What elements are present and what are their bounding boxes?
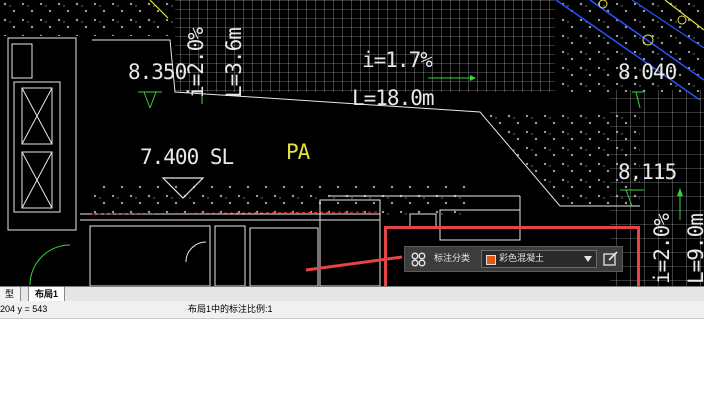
annotation-category-select[interactable]: 彩色混凝土 [481, 250, 597, 268]
annotation-category-label: 标注分类 [434, 254, 471, 264]
annotation-category-toolbar: 标注分类 彩色混凝土 [404, 246, 623, 272]
status-bar: 204 y = 543 布局1中的标注比例:1 [0, 301, 704, 319]
pa-label: PA [286, 140, 310, 164]
cursor-coordinates: 204 y = 543 [0, 304, 48, 314]
slope-label: i=1.7% [362, 48, 433, 72]
elevation-label: 8.040 [618, 60, 677, 84]
selected-category: 彩色混凝土 [499, 254, 545, 264]
layout-tab-bar: 型 布局1 [0, 286, 704, 302]
cad-drawing-canvas[interactable]: 8.350 i=2.0% L=3.6m i=1.7% L=18.0m 8.040… [0, 0, 704, 286]
highlight-box [384, 226, 640, 286]
length-label: L=9.0m [684, 214, 704, 284]
slope-label: i=2.0% [650, 214, 674, 284]
elevation-sl-label: 7.400 SL [140, 145, 234, 169]
edit-icon[interactable] [601, 250, 619, 268]
dropdown-arrow-icon[interactable] [584, 256, 592, 262]
cad-linework [0, 0, 704, 286]
tab-layout1[interactable]: 布局1 [28, 287, 66, 302]
elevation-label: 8.350 [128, 60, 187, 84]
length-label: L=3.6m [222, 28, 246, 98]
length-label: L=18.0m [352, 86, 435, 110]
tab-model[interactable]: 型 [0, 287, 22, 302]
four-circles-icon[interactable] [411, 252, 426, 267]
slope-label: i=2.0% [184, 28, 208, 98]
elevation-label: 8.115 [618, 160, 677, 184]
color-swatch [486, 255, 496, 265]
annotation-scale: 布局1中的标注比例:1 [188, 304, 273, 314]
